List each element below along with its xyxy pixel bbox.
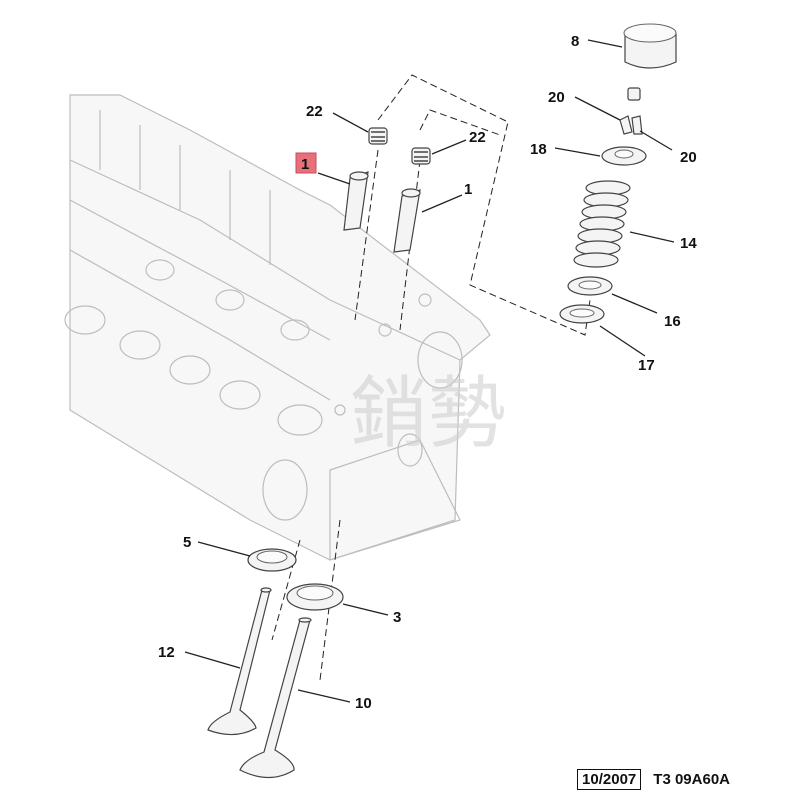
callout-8: 8 bbox=[571, 33, 579, 50]
watermark: 銷勢 bbox=[350, 369, 506, 459]
callout-20-bottom: 20 bbox=[680, 149, 697, 166]
callout-1-highlight-box bbox=[295, 152, 317, 174]
valve-guide-right bbox=[393, 188, 421, 253]
valve-collets bbox=[619, 115, 643, 135]
valve-seat-insert-intake bbox=[286, 583, 344, 611]
valve-seat-insert-exhaust bbox=[247, 548, 297, 572]
spring-retainer bbox=[601, 146, 647, 166]
callout-16: 16 bbox=[664, 313, 681, 330]
callout-5: 5 bbox=[183, 534, 191, 551]
callout-3: 3 bbox=[393, 609, 401, 626]
washer bbox=[559, 304, 605, 324]
callout-1: 1 bbox=[464, 181, 472, 198]
leader-lines bbox=[184, 39, 675, 703]
callout-labels: 1 1 22 22 8 20 20 18 14 16 17 5 3 12 10 bbox=[158, 33, 697, 712]
callout-14: 14 bbox=[680, 235, 697, 252]
exhaust-valve bbox=[207, 587, 272, 736]
valve-cap bbox=[627, 87, 641, 101]
callout-1-highlighted: 1 bbox=[301, 156, 309, 173]
cylinder-head bbox=[64, 94, 491, 561]
intake-valve bbox=[239, 617, 312, 779]
callout-18: 18 bbox=[530, 141, 547, 158]
valve-guide-left bbox=[343, 171, 369, 231]
callout-22-right: 22 bbox=[469, 129, 486, 146]
callout-10: 10 bbox=[355, 695, 372, 712]
revision-date: 10/2007 bbox=[577, 769, 642, 790]
valve-stem-seal-right bbox=[411, 147, 431, 165]
valve-stem-seal-left bbox=[368, 127, 388, 145]
callout-20-top: 20 bbox=[548, 89, 565, 106]
diagram-reference-code: T3 09A60A bbox=[653, 771, 730, 788]
diagram-footer: 10/2007 T3 09A60A bbox=[577, 769, 730, 790]
spring-seat bbox=[567, 276, 613, 296]
callout-12: 12 bbox=[158, 644, 175, 661]
valve-spring bbox=[573, 180, 631, 268]
callout-22-left: 22 bbox=[306, 103, 323, 120]
callout-17: 17 bbox=[638, 357, 655, 374]
tappet-bucket bbox=[623, 23, 677, 69]
